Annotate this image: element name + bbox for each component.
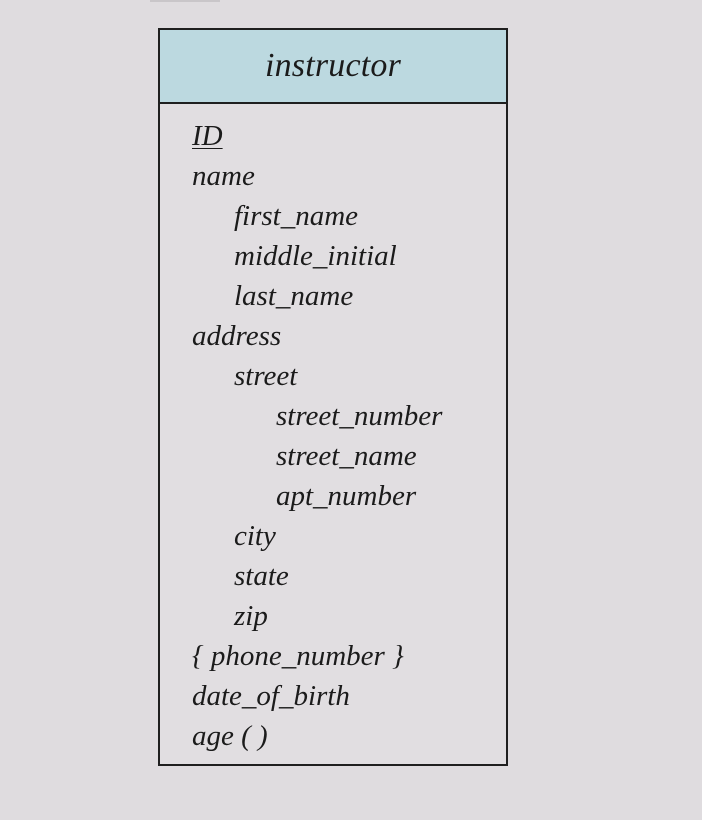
- attribute-apt-number: apt_number: [276, 480, 417, 512]
- attribute-first-name: first_name: [234, 200, 359, 232]
- attribute-id: ID: [192, 120, 223, 152]
- attribute-age: age ( ): [192, 720, 268, 752]
- instructor-entity-box: instructor ID name first_name middle_ini…: [158, 28, 508, 766]
- attribute-phone-number: { phone_number }: [192, 640, 404, 672]
- attribute-address: address: [192, 320, 282, 352]
- attribute-middle-initial: middle_initial: [234, 240, 397, 272]
- attribute-street: street: [234, 360, 298, 392]
- entity-header: instructor: [160, 30, 506, 104]
- attribute-date-of-birth: date_of_birth: [192, 680, 350, 712]
- attribute-state: state: [234, 560, 289, 592]
- attribute-name: name: [192, 160, 255, 192]
- attribute-street-name: street_name: [276, 440, 417, 472]
- entity-title: instructor: [264, 47, 402, 84]
- attribute-street-number: street_number: [276, 400, 443, 432]
- attribute-city: city: [234, 520, 276, 552]
- top-edge-mark: [150, 0, 220, 2]
- attribute-zip: zip: [234, 600, 268, 632]
- attribute-last-name: last_name: [234, 280, 354, 312]
